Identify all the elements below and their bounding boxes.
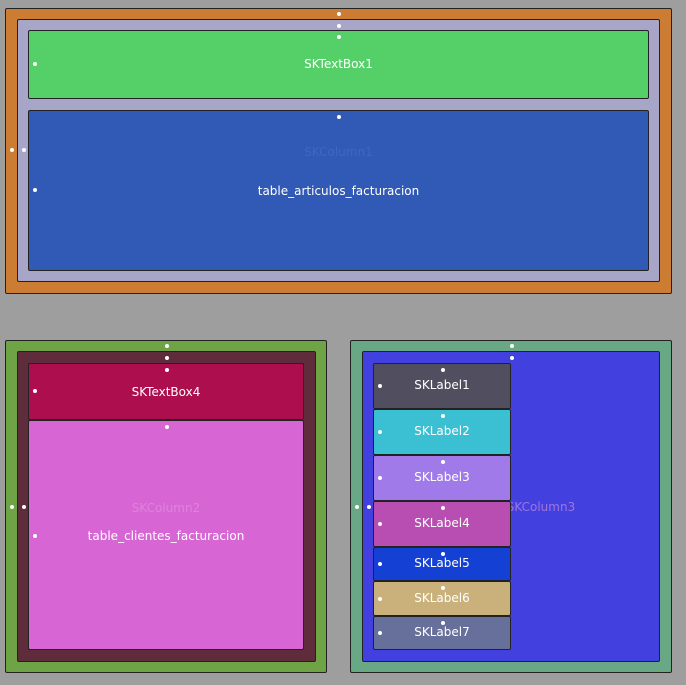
sklabel-text: SKLabel3 — [414, 470, 470, 484]
sklabel-1[interactable]: SKLabel1 — [373, 363, 511, 409]
sklabel-4[interactable]: SKLabel4 — [373, 501, 511, 547]
handle-dot-icon[interactable] — [33, 188, 37, 192]
textbox4[interactable]: SKTextBox4 — [28, 363, 304, 420]
handle-dot-icon[interactable] — [378, 631, 382, 635]
sklabel-text: SKLabel5 — [414, 556, 470, 570]
column3-label: SKColumn3 — [506, 500, 576, 514]
sklabel-2[interactable]: SKLabel2 — [373, 409, 511, 455]
handle-dot-icon[interactable] — [510, 344, 514, 348]
handle-dot-icon[interactable] — [441, 586, 445, 590]
textbox1-label: SKTextBox1 — [304, 57, 373, 71]
handle-dot-icon[interactable] — [441, 506, 445, 510]
handle-dot-icon[interactable] — [378, 430, 382, 434]
sklabel-text: SKLabel6 — [414, 590, 470, 605]
handle-dot-icon[interactable] — [510, 356, 514, 360]
handle-dot-icon[interactable] — [441, 460, 445, 464]
handle-dot-icon[interactable] — [33, 534, 37, 538]
handle-dot-icon[interactable] — [441, 368, 445, 372]
handle-dot-icon[interactable] — [22, 148, 26, 152]
column1-label: SKColumn1 — [304, 145, 373, 159]
handle-dot-icon[interactable] — [441, 552, 445, 556]
table-clientes[interactable]: SKColumn2 table_clientes_facturacion — [28, 420, 304, 650]
handle-dot-icon[interactable] — [337, 115, 341, 119]
handle-dot-icon[interactable] — [367, 505, 371, 509]
sklabel-6[interactable]: SKLabel6 — [373, 581, 511, 616]
handle-dot-icon[interactable] — [33, 62, 37, 66]
sklabel-text: SKLabel7 — [414, 625, 470, 639]
handle-dot-icon[interactable] — [337, 24, 341, 28]
handle-dot-icon[interactable] — [337, 12, 341, 16]
handle-dot-icon[interactable] — [33, 389, 37, 393]
handle-dot-icon[interactable] — [165, 344, 169, 348]
handle-dot-icon[interactable] — [165, 356, 169, 360]
handle-dot-icon[interactable] — [441, 414, 445, 418]
handle-dot-icon[interactable] — [441, 621, 445, 625]
column2-label: SKColumn2 — [131, 501, 201, 515]
sklabel-text: SKLabel1 — [414, 378, 470, 392]
handle-dot-icon[interactable] — [378, 596, 382, 601]
sklabel-3[interactable]: SKLabel3 — [373, 455, 511, 501]
handle-dot-icon[interactable] — [355, 505, 359, 509]
sklabel-text: SKLabel2 — [414, 424, 470, 438]
handle-dot-icon[interactable] — [10, 505, 14, 509]
sklabel-7[interactable]: SKLabel7 — [373, 616, 511, 650]
sklabel-text: SKLabel4 — [414, 516, 470, 530]
textbox1[interactable]: SKTextBox1 — [28, 30, 649, 99]
handle-dot-icon[interactable] — [378, 384, 382, 388]
sklabel-5[interactable]: SKLabel5 — [373, 547, 511, 581]
handle-dot-icon[interactable] — [337, 35, 341, 39]
handle-dot-icon[interactable] — [378, 476, 382, 480]
handle-dot-icon[interactable] — [378, 522, 382, 526]
handle-dot-icon[interactable] — [378, 562, 382, 566]
table-articulos-label: table_articulos_facturacion — [257, 184, 420, 198]
handle-dot-icon[interactable] — [165, 368, 169, 372]
table-articulos[interactable]: SKColumn1 table_articulos_facturacion — [28, 110, 649, 271]
handle-dot-icon[interactable] — [10, 148, 14, 152]
table-clientes-label: table_clientes_facturacion — [87, 529, 245, 543]
textbox4-label: SKTextBox4 — [131, 385, 201, 399]
handle-dot-icon[interactable] — [22, 505, 26, 509]
handle-dot-icon[interactable] — [165, 425, 169, 429]
